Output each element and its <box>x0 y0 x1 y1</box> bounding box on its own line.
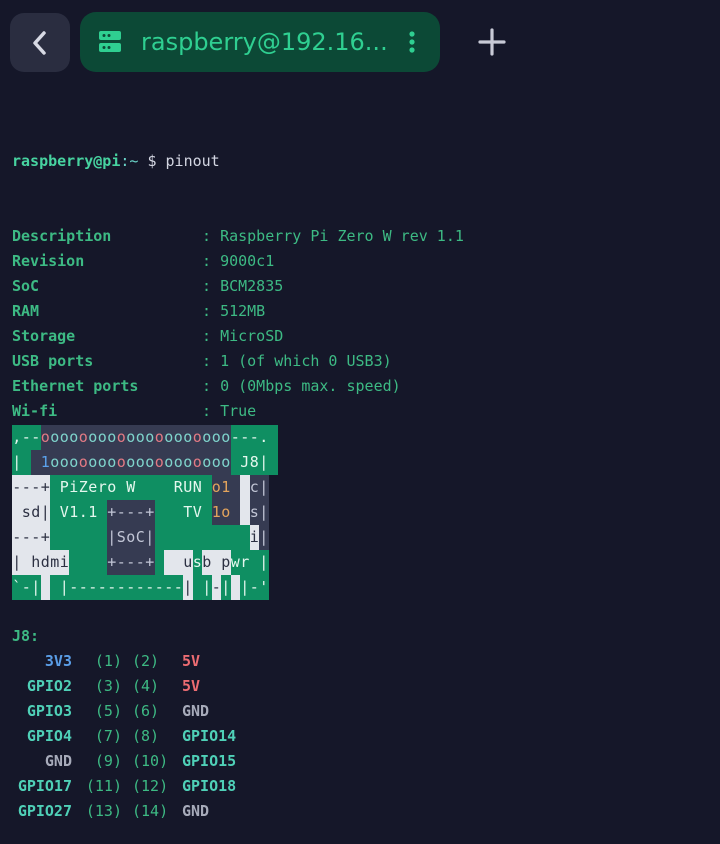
pin-row: GPIO3 (5) (6) GND <box>12 699 272 724</box>
tab-title: raspberry@192.16... <box>141 28 388 56</box>
info-key: Ethernet ports <box>12 377 139 395</box>
pin-left-name: 3V3 <box>44 652 72 670</box>
info-separator: : <box>202 402 221 420</box>
pin-right-name: GND <box>182 702 210 720</box>
pin-right-number: (14) <box>132 802 169 820</box>
server-icon <box>99 31 121 52</box>
pin-row: GPIO4 (7) (8) GPIO14 <box>12 724 272 749</box>
info-value: 9000c1 <box>220 252 275 270</box>
prompt-line: raspberry@pi:~ $ pinout <box>12 149 712 174</box>
info-separator: : <box>202 352 221 370</box>
info-value: 0 (0Mbps max. speed) <box>220 377 401 395</box>
info-value: 512MB <box>220 302 266 320</box>
pin-row: GPIO2 (3) (4) 5V <box>12 674 272 699</box>
add-tab-icon[interactable] <box>476 26 508 58</box>
info-key: Description <box>12 227 112 245</box>
header-label: J8: <box>12 627 40 645</box>
pin-right-number: (12) <box>132 777 169 795</box>
info-key: RAM <box>12 302 40 320</box>
info-line: USB ports: 1 (of which 0 USB3) <box>12 349 712 374</box>
pin-right-name: GPIO15 <box>182 752 237 770</box>
pin-right-name: GPIO18 <box>182 777 237 795</box>
info-key: Wi-fi <box>12 402 58 420</box>
more-vertical-icon[interactable] <box>408 30 416 54</box>
pin-right-name: GPIO14 <box>182 727 237 745</box>
prompt-command: pinout <box>165 152 220 170</box>
pin-left-name: GPIO17 <box>17 777 72 795</box>
info-value: BCM2835 <box>220 277 284 295</box>
info-separator: : <box>202 277 221 295</box>
pin-right-number: (4) <box>132 677 160 695</box>
pin-left-name: GPIO2 <box>26 677 72 695</box>
back-button[interactable] <box>10 13 70 72</box>
info-value: MicroSD <box>220 327 284 345</box>
pin-row: GPIO27 (13) (14) GND <box>12 799 272 824</box>
info-key: Revision <box>12 252 85 270</box>
info-value: Raspberry Pi Zero W rev 1.1 <box>220 227 464 245</box>
info-line: SoC: BCM2835 <box>12 274 712 299</box>
pin-left-name: GPIO3 <box>26 702 72 720</box>
pin-left-number: (11) <box>85 777 122 795</box>
pin-left-number: (7) <box>94 727 122 745</box>
info-separator: : <box>202 252 221 270</box>
pin-left-name: GPIO4 <box>26 727 72 745</box>
pin-left-name: GPIO27 <box>17 802 72 820</box>
pin-left-number: (9) <box>94 752 122 770</box>
info-separator: : <box>202 302 221 320</box>
pin-left-name: GND <box>44 752 72 770</box>
session-tab[interactable]: raspberry@192.16... <box>80 12 440 72</box>
info-line: Description: Raspberry Pi Zero W rev 1.1 <box>12 224 712 249</box>
info-line: Wi-fi: True <box>12 399 712 424</box>
top-bar: raspberry@192.16... <box>0 0 720 84</box>
chevron-left-icon <box>33 30 46 55</box>
pin-right-name: GND <box>182 802 210 820</box>
info-key: SoC <box>12 277 40 295</box>
info-line: RAM: 512MB <box>12 299 712 324</box>
info-separator: : <box>202 377 221 395</box>
info-key: Storage <box>12 327 76 345</box>
pin-left-number: (13) <box>85 802 122 820</box>
pin-left-number: (3) <box>94 677 122 695</box>
prompt-user-host: raspberry@pi <box>12 152 121 170</box>
prompt-path: :~ <box>120 152 139 170</box>
pin-row: GPIO17 (11) (12) GPIO18 <box>12 774 272 799</box>
info-separator: : <box>202 227 221 245</box>
prompt-symbol: $ <box>147 152 157 170</box>
info-line: Revision: 9000c1 <box>12 249 712 274</box>
pin-right-name: 5V <box>182 652 201 670</box>
info-value: True <box>220 402 257 420</box>
info-separator: : <box>202 327 221 345</box>
pin-right-number: (8) <box>132 727 160 745</box>
pin-right-number: (10) <box>132 752 169 770</box>
pin-right-number: (6) <box>132 702 160 720</box>
info-value: 1 (of which 0 USB3) <box>220 352 392 370</box>
info-line: Ethernet ports: 0 (0Mbps max. speed) <box>12 374 712 399</box>
pin-right-name: 5V <box>182 677 201 695</box>
board-row: `-| |------------| |-| |-' <box>12 575 282 600</box>
info-line: Storage: MicroSD <box>12 324 712 349</box>
pin-right-number: (2) <box>132 652 160 670</box>
pin-row: 3V3 (1) (2) 5V <box>12 649 272 674</box>
pin-row: GND (9) (10) GPIO15 <box>12 749 272 774</box>
info-key: USB ports <box>12 352 94 370</box>
pin-left-number: (5) <box>94 702 122 720</box>
pin-left-number: (1) <box>94 652 122 670</box>
